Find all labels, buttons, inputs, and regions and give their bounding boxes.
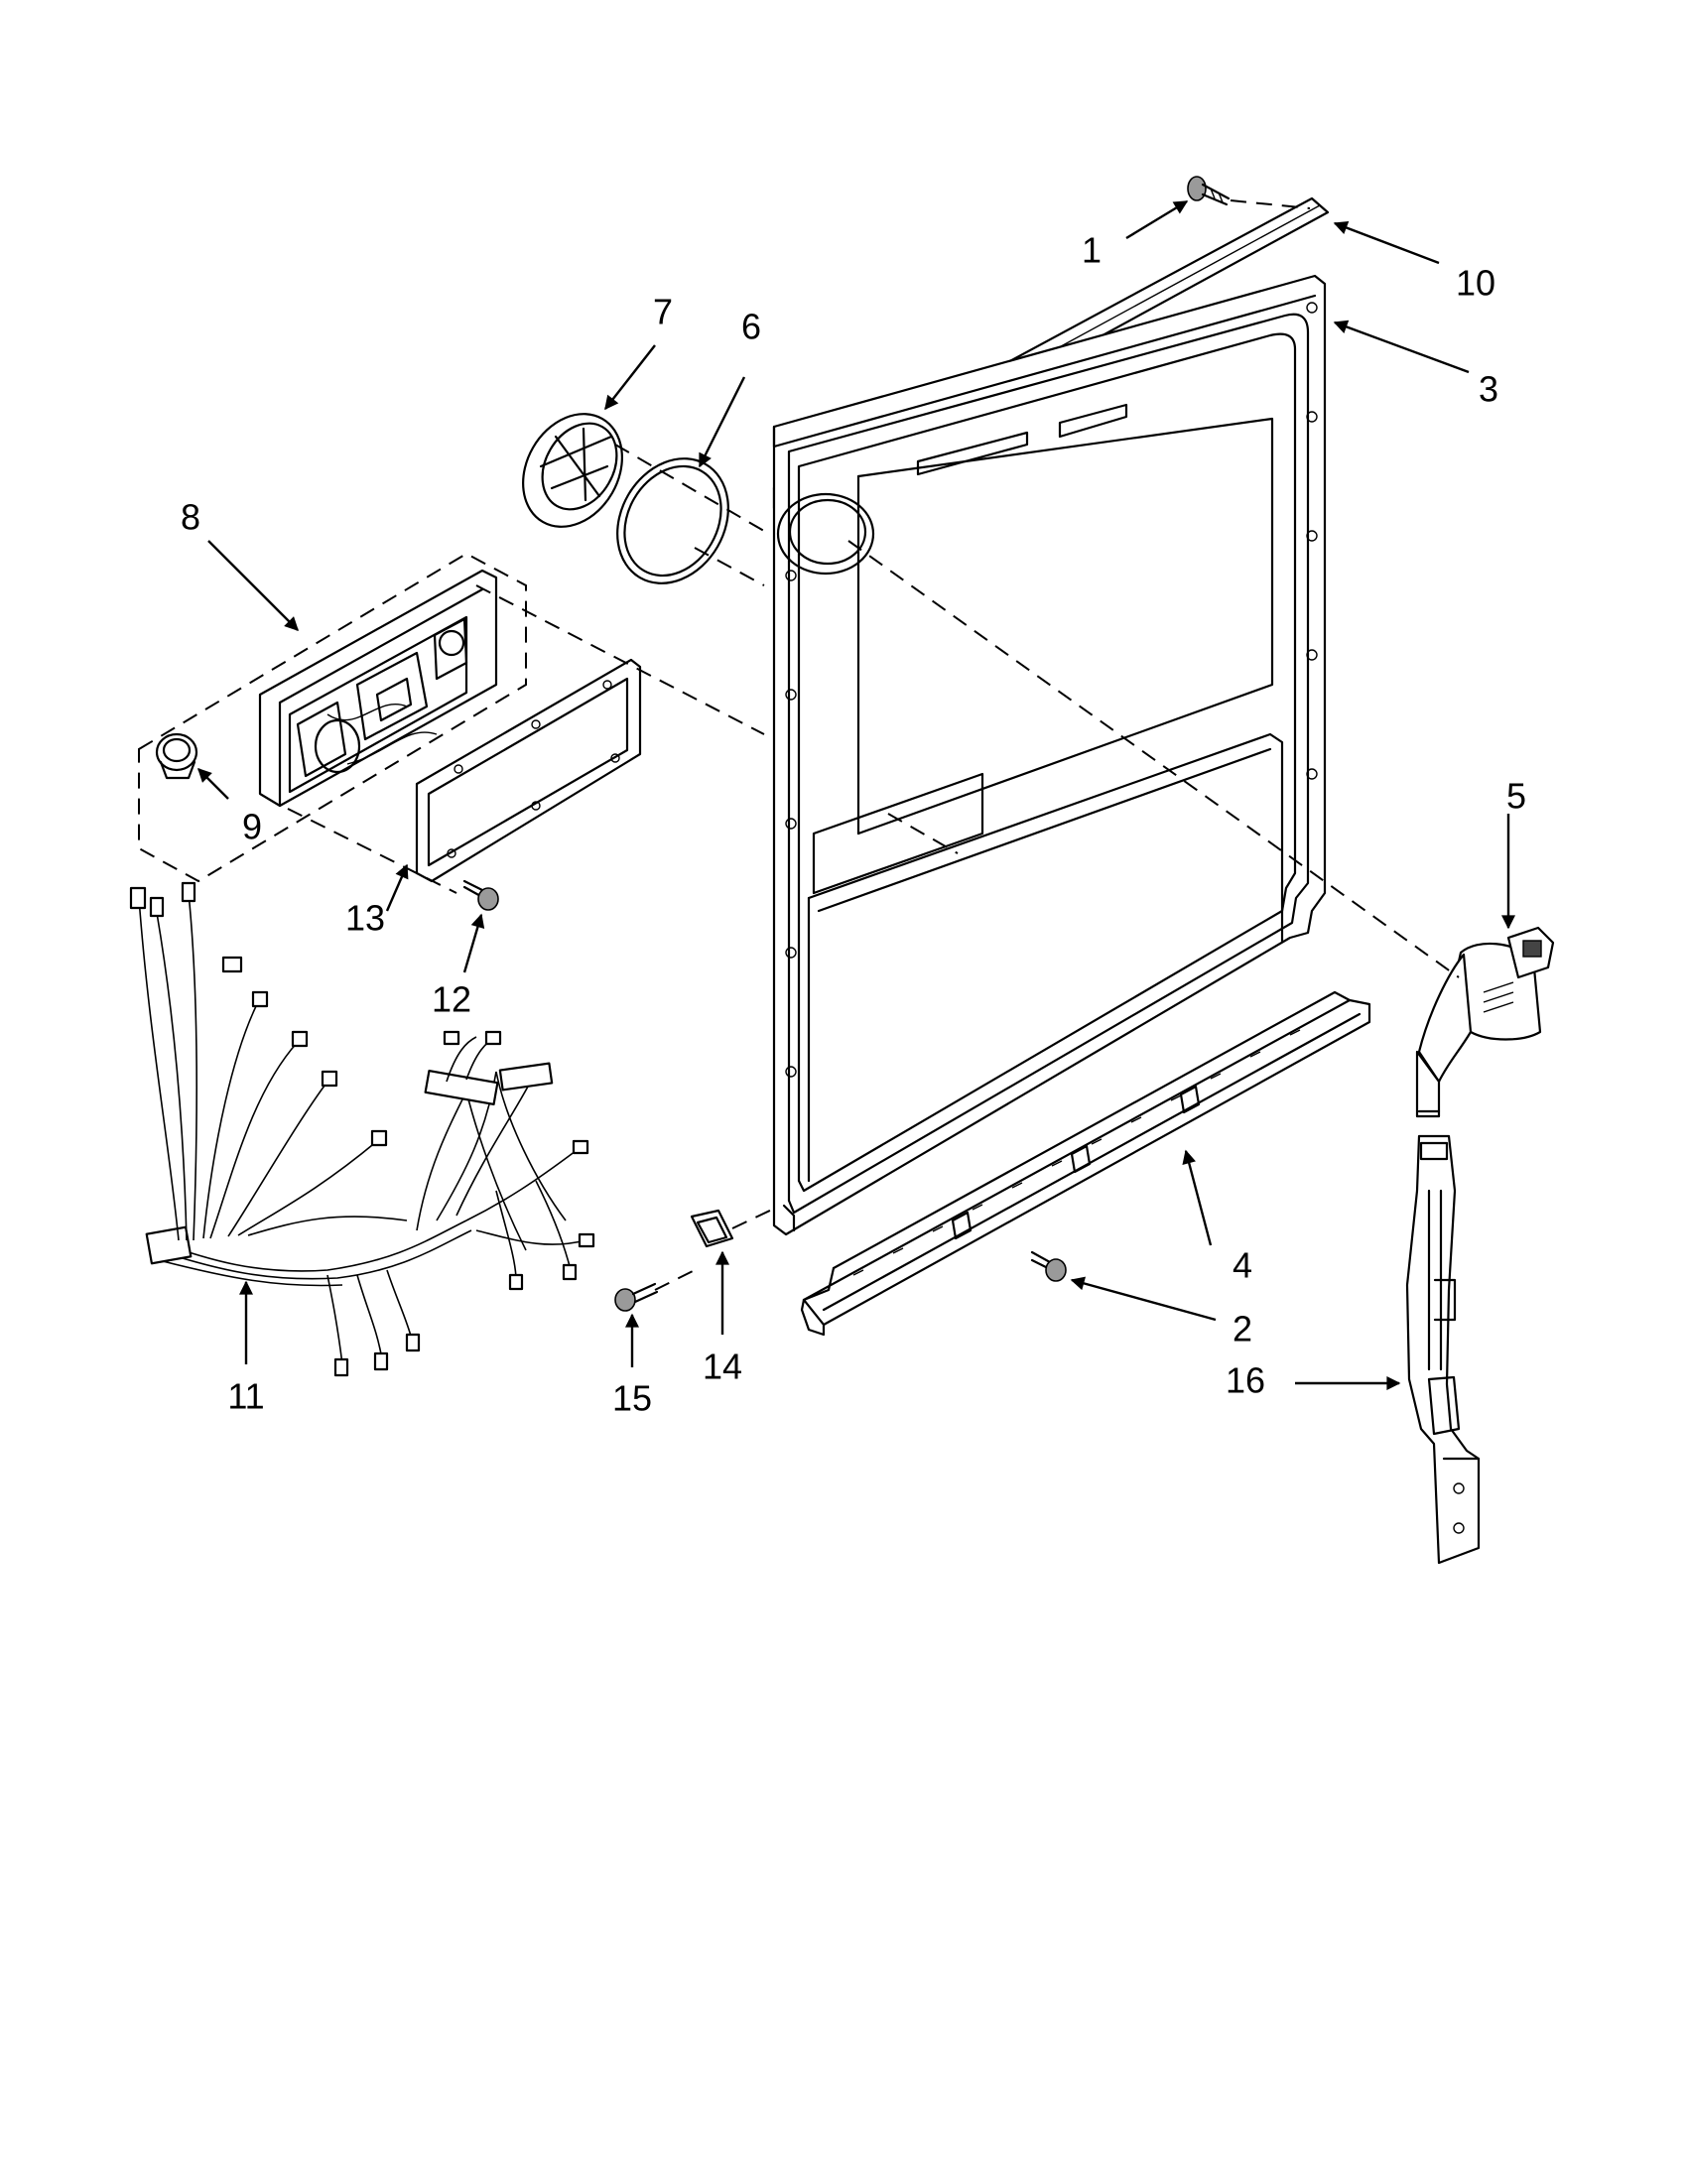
part-9-knob [155, 732, 198, 780]
part-1-screw [1187, 176, 1231, 206]
part-12-screw [462, 879, 499, 911]
callout-10: 10 [1456, 263, 1495, 304]
callout-1: 1 [1082, 230, 1102, 271]
callout-6: 6 [741, 307, 761, 347]
callout-15: 15 [612, 1378, 652, 1419]
part-7-vent-cap [522, 413, 623, 528]
callout-8: 8 [181, 497, 200, 538]
callout-16: 16 [1226, 1360, 1265, 1401]
callout-5: 5 [1506, 776, 1526, 817]
callout-11: 11 [227, 1376, 264, 1417]
callout-9: 9 [242, 807, 262, 847]
part-3-inner-door [772, 274, 1327, 1236]
part-2-screw [1030, 1250, 1067, 1282]
part-5-vent-duct [1415, 926, 1555, 1118]
part-16-lower-duct [1405, 1134, 1481, 1565]
callout-12: 12 [432, 979, 471, 1020]
alignment-lines [287, 199, 1460, 1291]
part-8-control-panel-group [138, 552, 527, 883]
callout-4: 4 [1233, 1245, 1252, 1286]
callout-3: 3 [1479, 369, 1498, 410]
callout-2: 2 [1233, 1309, 1252, 1349]
part-11-wire-harness [129, 881, 595, 1377]
callout-7: 7 [653, 292, 673, 332]
callout-labels: 1 2 3 4 5 6 7 8 9 10 11 12 13 14 15 16 [181, 230, 1526, 1419]
callout-13: 13 [345, 898, 385, 939]
leader-arrows [197, 199, 1515, 1390]
part-14-clip [690, 1209, 734, 1248]
part-4-bottom-trim [800, 990, 1371, 1337]
callout-14: 14 [703, 1347, 742, 1387]
part-15-screw [614, 1282, 659, 1312]
